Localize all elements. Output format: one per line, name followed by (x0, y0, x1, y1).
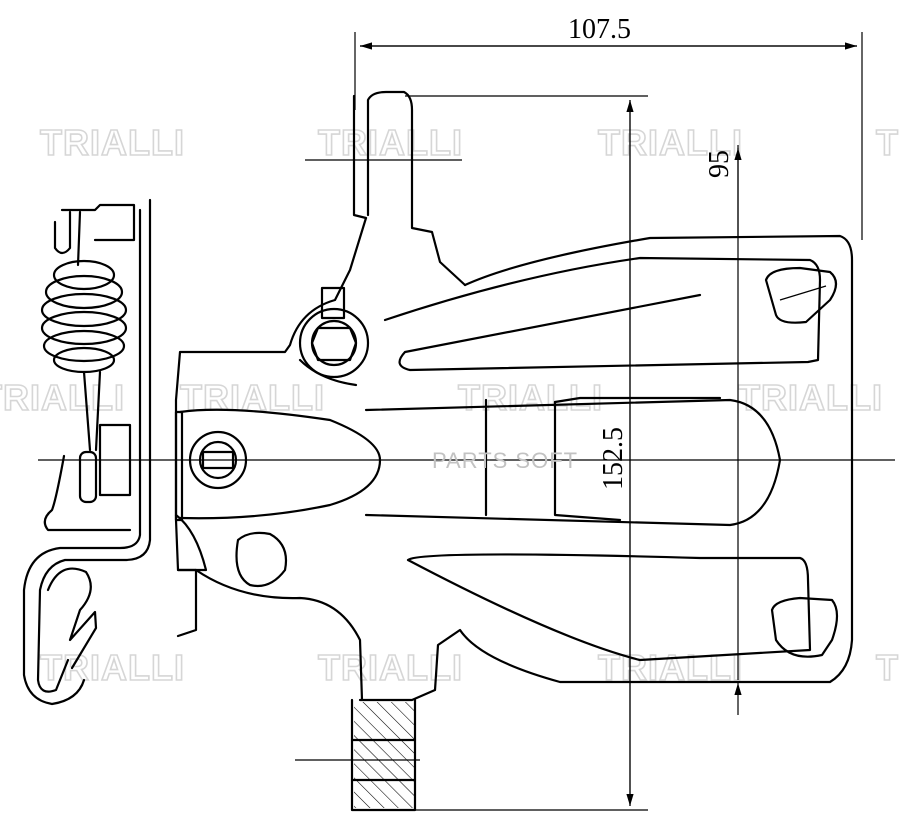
caliper-body (174, 90, 854, 812)
dimension-height-label: 152.5 (598, 427, 629, 490)
watermark-logo: TRIALLI (876, 122, 900, 163)
dimension-inner-label: 95 (704, 150, 735, 178)
dimension-inner: 95 (704, 145, 760, 715)
dimension-width: 107.5 (354, 14, 863, 240)
spring-icon (40, 259, 128, 374)
parking-brake-mechanism (22, 198, 208, 706)
watermark-logo: TRIALLI (738, 377, 883, 418)
dimension-height: 152.5 (405, 95, 648, 811)
watermark-logo: TRIALLI (40, 647, 185, 688)
dimension-width-label: 107.5 (568, 14, 631, 45)
watermark-logo: TRIALLI (598, 122, 743, 163)
watermark-logo: TRIALLI (318, 122, 463, 163)
watermark-logo: TRIALLI (876, 647, 900, 688)
watermark-logo: TRIALLI (318, 647, 463, 688)
watermark-center-text: PARTS SOFT (432, 448, 578, 473)
watermark-logo: TRIALLI (40, 122, 185, 163)
watermark-logo: TRIALLI (0, 377, 125, 418)
